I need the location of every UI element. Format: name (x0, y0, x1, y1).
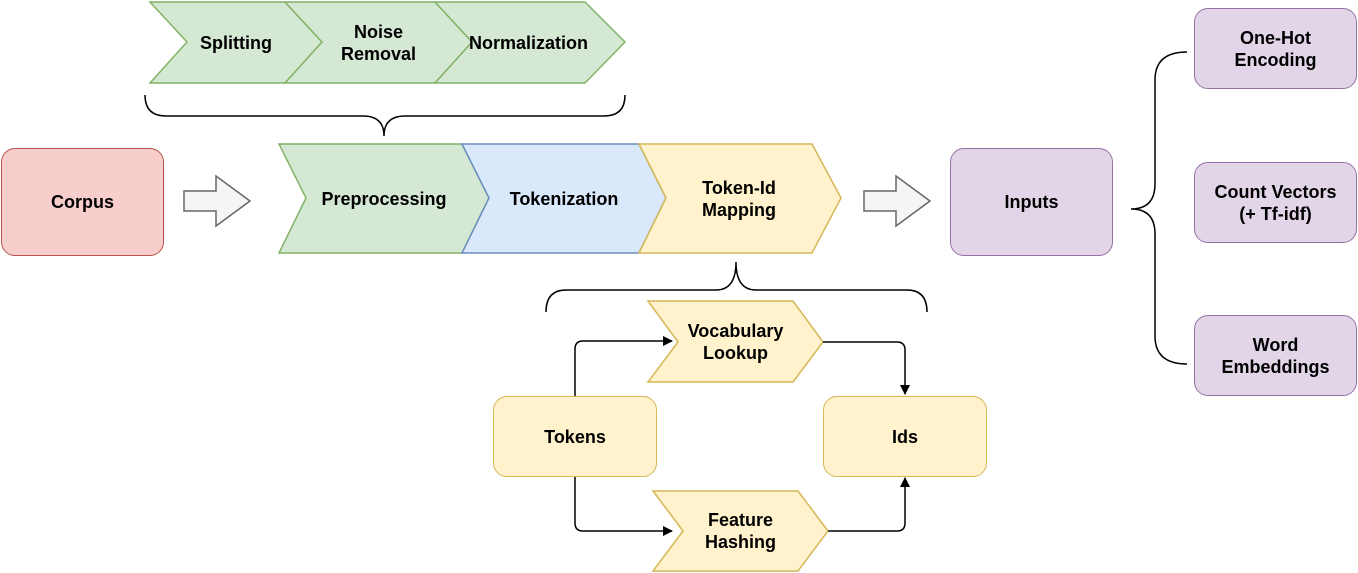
vocabulary-to-ids-connector (823, 341, 910, 395)
splitting-label: Splitting (200, 32, 272, 53)
vocabulary-lookup-label: Vocabulary Lookup (687, 320, 784, 363)
hashing-to-ids-connector (828, 477, 910, 532)
tokens-box (493, 396, 657, 477)
noise-removal-label: Noise Removal (340, 21, 417, 64)
normalization-label: Normalization (468, 32, 588, 53)
tokens-to-vocabulary-connector (574, 336, 673, 396)
input-types-brace (1130, 51, 1188, 365)
count-vectors-box (1194, 162, 1357, 243)
feature-hashing-label: Feature Hashing (704, 510, 776, 552)
count-vectors-label: Count Vectors (+ Tf-idf) (1214, 181, 1337, 224)
token-id-mapping-stage-shape (637, 143, 842, 254)
tokens-label: Tokens (544, 426, 606, 447)
one-hot-encoding-label: One-Hot Encoding (1234, 27, 1317, 70)
feature-hashing-shape (651, 490, 829, 572)
normalization-step-shape (433, 1, 627, 84)
ids-box (823, 396, 987, 477)
preprocessing-brace (144, 94, 626, 137)
preprocessing-label: Preprocessing (321, 188, 447, 209)
vocabulary-lookup-shape (646, 300, 824, 383)
inputs-box (950, 148, 1113, 256)
tokens-to-hashing-connector (574, 477, 673, 536)
token-id-mapping-label: Token-Id Mapping (702, 177, 776, 220)
ids-label: Ids (891, 426, 918, 447)
corpus-label: Corpus (51, 192, 114, 212)
word-embeddings-box (1194, 315, 1357, 396)
tokenization-label: Tokenization (509, 188, 619, 209)
word-embeddings-label: Word Embeddings (1221, 334, 1330, 377)
inputs-label: Inputs (1004, 192, 1059, 212)
corpus-to-preprocessing-arrow (183, 174, 252, 228)
corpus-box (1, 148, 164, 256)
mapping-brace (545, 261, 928, 313)
one-hot-encoding-box (1194, 8, 1357, 89)
mapping-to-inputs-arrow (863, 174, 932, 228)
